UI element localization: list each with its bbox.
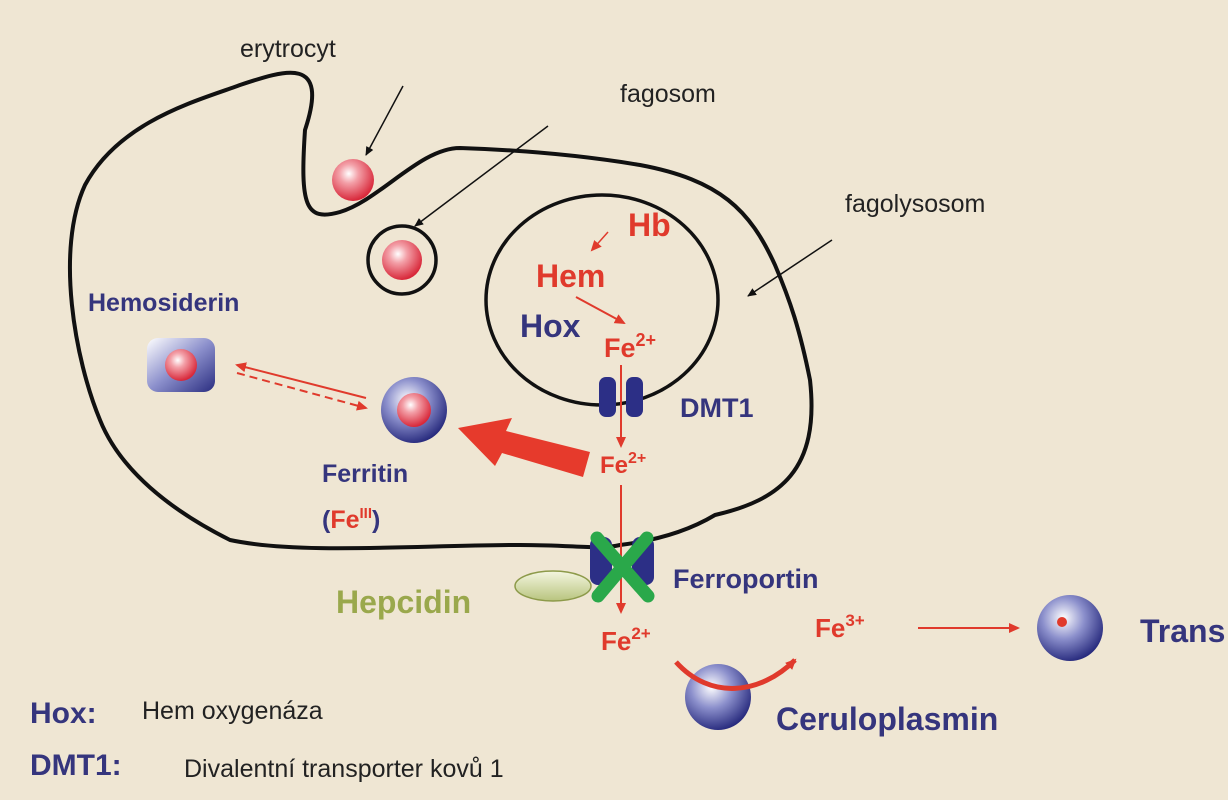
dmt1-transporter-icon (599, 377, 643, 417)
phagolysosome-membrane (484, 193, 720, 407)
fe2-inner-label: Fe2+ (604, 330, 656, 363)
hem-label: Hem (536, 258, 605, 294)
erythrocyte-icon (332, 159, 374, 201)
ferritin-fe3-label: (FeIII) (322, 505, 380, 534)
hox-label: Hox (520, 308, 581, 344)
erytrocyt-pointer-arrow (365, 85, 404, 156)
legend-key-hox: Hox: (30, 697, 97, 730)
transferrin-core-icon (1057, 617, 1067, 627)
fe-oxidation-arrow (674, 658, 797, 691)
fagosom-label: fagosom (620, 80, 716, 108)
erytrocyt-label: erytrocyt (240, 35, 336, 63)
fe-to-ferritin-big-arrow (458, 418, 590, 477)
block-x-icon (590, 531, 655, 603)
transferrin-label: Trans (1140, 613, 1225, 649)
hemosiderin-to-ferritin-arrow (236, 372, 368, 411)
legend: Hox: Hem oxygenáza DMT1: Divalentní tran… (30, 697, 504, 783)
hepcidin-label: Hepcidin (336, 584, 471, 620)
phagosome-erythrocyte-icon (382, 240, 422, 280)
ferroportin-label: Ferroportin (673, 564, 819, 594)
hemosiderin-core-icon (165, 349, 197, 381)
fe3-label: Fe3+ (815, 611, 865, 643)
fagolysosom-label: fagolysosom (845, 190, 985, 218)
legend-value-dmt1: Divalentní transporter kovů 1 (184, 755, 504, 783)
legend-value-hox: Hem oxygenáza (142, 697, 323, 725)
ferritin-label: Ferritin (322, 460, 408, 488)
ferritin-to-hemosiderin-arrow (235, 362, 367, 399)
ceruloplasmin-label: Ceruloplasmin (776, 701, 998, 737)
ferritin-core-icon (397, 393, 431, 427)
hemosiderin-label: Hemosiderin (88, 289, 239, 317)
fe2-mid-label: Fe2+ (600, 450, 646, 479)
fagolysosom-pointer-arrow (747, 239, 833, 297)
fe2-out-label: Fe2+ (601, 624, 651, 656)
phagosome-membrane (366, 224, 438, 296)
fagosom-pointer-arrow (414, 125, 549, 227)
hb-to-hem-arrow (590, 231, 609, 252)
ceruloplasmin-icon (685, 664, 751, 730)
legend-key-dmt1: DMT1: (30, 749, 122, 782)
hepcidin-icon (514, 570, 592, 602)
hb-label: Hb (628, 207, 671, 243)
hem-to-fe-arrow (575, 296, 626, 324)
transferrin-icon (1037, 595, 1103, 661)
dmt1-label: DMT1 (680, 393, 754, 423)
macrophage-cell-membrane (67, 70, 814, 551)
